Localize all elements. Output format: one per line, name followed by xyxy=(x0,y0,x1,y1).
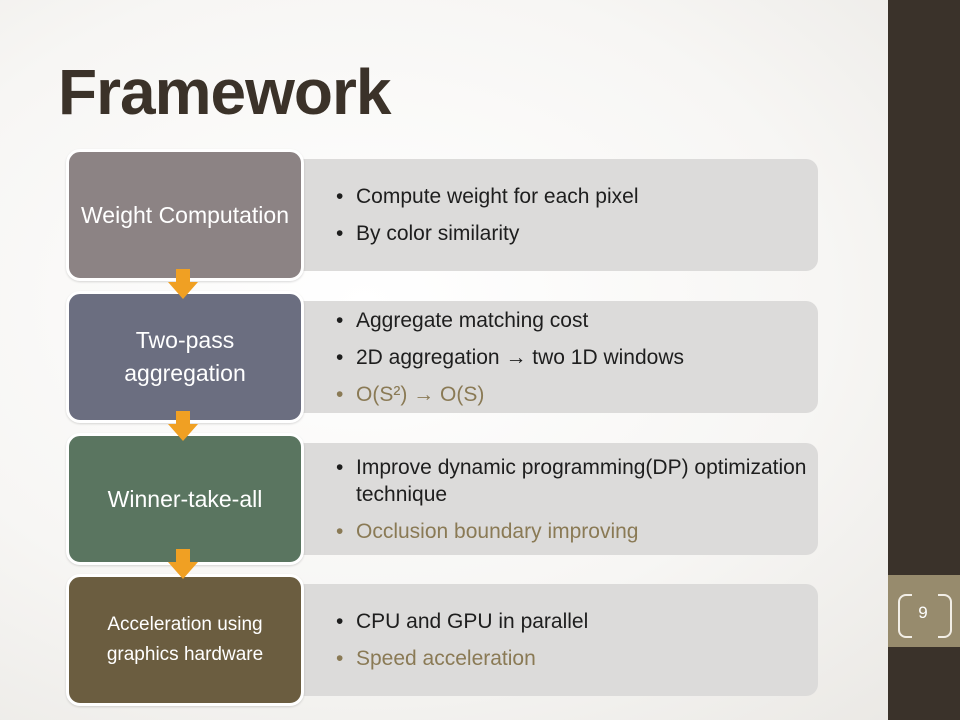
bullet-item: By color similarity xyxy=(336,220,816,247)
bullet-item: Aggregate matching cost xyxy=(336,307,816,334)
bullet-item: 2D aggregation → two 1D windows xyxy=(336,344,816,371)
step-bullet-list: Improve dynamic programming(DP) optimiza… xyxy=(336,443,816,555)
arrow-down-icon xyxy=(168,549,198,579)
step-winner-take-all: Improve dynamic programming(DP) optimiza… xyxy=(66,433,818,565)
step-acceleration: CPU and GPU in parallel Speed accelerati… xyxy=(66,574,818,706)
step-box: Winner-take-all xyxy=(66,433,304,565)
step-bullet-list: CPU and GPU in parallel Speed accelerati… xyxy=(336,584,816,696)
step-panel xyxy=(272,159,818,271)
step-box: Acceleration using graphics hardware xyxy=(66,574,304,706)
bullet-item: Speed acceleration xyxy=(336,645,816,672)
step-panel xyxy=(272,584,818,696)
page-number: 9 xyxy=(918,603,928,622)
step-bullet-list: Compute weight for each pixel By color s… xyxy=(336,159,816,271)
step-box: Two-pass aggregation xyxy=(66,291,304,423)
slide-title: Framework xyxy=(58,56,391,128)
bullet-item-complexity: O(S²) → O(S) xyxy=(336,381,816,408)
step-weight-computation: Compute weight for each pixel By color s… xyxy=(66,149,818,281)
bullet-item: Compute weight for each pixel xyxy=(336,183,816,210)
bullet-item: Occlusion boundary improving xyxy=(336,518,816,545)
step-box: Weight Computation xyxy=(66,149,304,281)
step-bullet-list: Aggregate matching cost 2D aggregation →… xyxy=(336,301,816,413)
arrow-down-icon xyxy=(168,269,198,299)
bullet-item: Improve dynamic programming(DP) optimiza… xyxy=(336,454,816,508)
step-two-pass-aggregation: Aggregate matching cost 2D aggregation →… xyxy=(66,291,818,423)
page-number-bracket-left xyxy=(898,594,912,638)
page-number-bracket-right xyxy=(938,594,952,638)
arrow-down-icon xyxy=(168,411,198,441)
bullet-item: CPU and GPU in parallel xyxy=(336,608,816,635)
